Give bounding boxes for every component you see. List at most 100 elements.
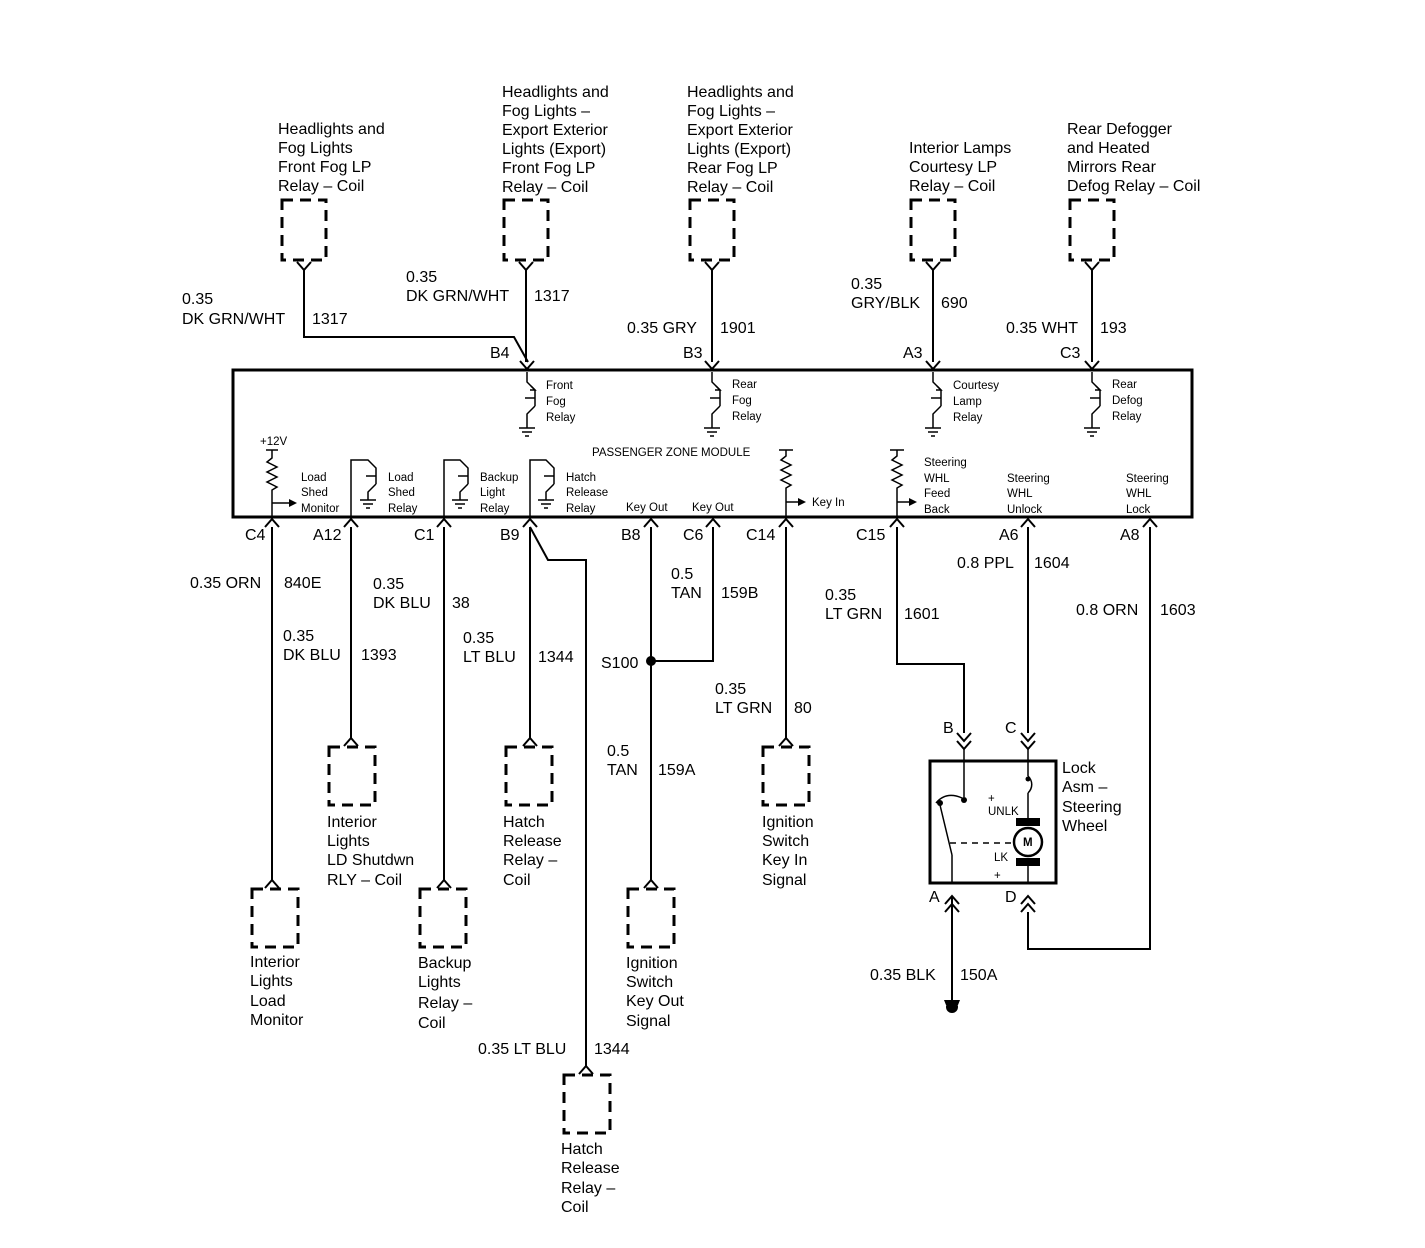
device-label-line: Interior Lamps [909, 140, 1011, 157]
circuit-number: 193 [1100, 320, 1127, 337]
circuit-number: 1604 [1034, 555, 1070, 572]
circuit-number: 38 [452, 595, 470, 612]
device-hatch-release-relay-1: Hatch Release Relay – Coil [503, 745, 562, 889]
top-wire-193: 0.35 WHT 193 C3 [1006, 261, 1127, 362]
device-interior-lights-load-monitor: Interior Lights Load Monitor [250, 887, 304, 1029]
wire-label: 0.8 ORN [1076, 602, 1138, 619]
wire-color: DK GRN/WHT [406, 288, 509, 305]
wire-38: 0.35 DK BLU 38 [373, 527, 470, 889]
device-label-line: Lights [327, 833, 370, 850]
wire-1601: 0.35 LT GRN 1601 B [825, 527, 972, 751]
wire-size: 0.35 [182, 291, 213, 308]
device-label-line: Headlights and [687, 84, 794, 101]
steering-lock-label: Steering [1126, 473, 1169, 485]
circuit-number: 150A [960, 967, 998, 984]
device-label-line: Export Exterior [502, 122, 608, 139]
hatch-release-relay-label: Release [566, 487, 608, 499]
splice-label: S100 [601, 655, 638, 672]
feedback-switch [935, 749, 965, 883]
device-label-line: Interior [250, 954, 300, 971]
pin-chevrons-bottom [264, 517, 1158, 528]
connector-pin-b9: B9 [500, 527, 520, 544]
device-label-line: Ignition [626, 955, 678, 972]
device-label-line: Interior [327, 814, 377, 831]
device-label-line: Rear Defogger [1067, 121, 1173, 138]
load-shed-relay-label: Load [388, 472, 414, 484]
component-box [280, 198, 328, 262]
circuit-number: 1901 [720, 320, 756, 337]
device-label-line: LD Shutdwn [327, 852, 414, 869]
device-label-line: Defog Relay – Coil [1067, 178, 1200, 195]
hatch-release-relay-label: Relay [566, 503, 596, 515]
lock-asm-title: Lock [1062, 760, 1097, 777]
circuit-number: 1317 [534, 288, 570, 305]
relay-label-line: Courtesy [953, 380, 999, 392]
device-label-line: Coil [561, 1199, 589, 1216]
pin-chevrons-top [519, 360, 1100, 371]
device-label-line: Switch [626, 974, 673, 991]
circuit-number: 1317 [312, 311, 348, 328]
plus-12v-label: +12V [260, 436, 288, 448]
circuit-number: 690 [941, 295, 968, 312]
wire-color: DK GRN/WHT [182, 311, 285, 328]
device-label-line: Switch [762, 833, 809, 850]
lock-pin-c: C [1005, 720, 1017, 737]
device-label-line: Relay – [503, 852, 557, 869]
motor-unlk: UNLK [988, 806, 1019, 818]
device-label-line: Hatch [503, 814, 545, 831]
motor-plus-top: + [988, 793, 995, 805]
device-label-line: Front Fog LP [502, 160, 595, 177]
wire-size: 0.35 [851, 276, 882, 293]
wire-159: S100 0.5 TAN 159B 0.5 TAN 159A [601, 527, 758, 889]
top-device-front-fog-relay-coil: Headlights and Fog Lights Front Fog LP R… [278, 121, 385, 262]
internal-relay-courtesy-lamp: Courtesy Lamp Relay [925, 372, 999, 437]
device-ignition-key-out: Ignition Switch Key Out Signal [626, 887, 684, 1030]
top-wire-690: 0.35 GRY/BLK 690 A3 [851, 261, 968, 362]
device-label-line: Fog Lights [278, 140, 353, 157]
device-label-line: Lights (Export) [687, 141, 791, 158]
device-backup-lights-relay: Backup Lights Relay – Coil [418, 887, 472, 1032]
load-shed-relay-circuit: Load Shed Relay [350, 459, 418, 517]
component-box [250, 887, 300, 949]
device-hatch-release-relay-2: Hatch Release Relay – Coil [561, 1073, 620, 1216]
device-ignition-key-in: Ignition Switch Key In Signal [761, 745, 814, 889]
component-box [1068, 198, 1116, 262]
component-box [688, 198, 736, 262]
motor-label: M [1023, 837, 1033, 849]
circuit-number: 1393 [361, 647, 397, 664]
lock-asm-box [928, 759, 1058, 885]
circuit-number: 1344 [594, 1041, 630, 1058]
component-box [626, 887, 676, 949]
steering-feed-back-label: WHL [924, 473, 950, 485]
top-wire-1901: 0.35 GRY 1901 B3 [627, 261, 756, 362]
steering-feed-back-label: Feed [924, 488, 950, 500]
connector-pin-b4: B4 [490, 345, 510, 362]
device-label-line: Key Out [626, 993, 684, 1010]
device-label-line: Backup [418, 955, 471, 972]
device-label-line: Front Fog LP [278, 159, 371, 176]
connector-pin-c14: C14 [746, 527, 775, 544]
lock-pin-a: A [929, 889, 940, 906]
steering-feed-back-label: Back [924, 504, 950, 516]
lock-pin-d: D [1005, 889, 1017, 906]
wire-color: LT GRN [715, 700, 772, 717]
relay-label-line: Defog [1112, 395, 1143, 407]
wire-1604: 0.8 PPL 1604 C [957, 527, 1070, 751]
wire-color: DK BLU [283, 647, 341, 664]
wire-label: 0.35 BLK [870, 967, 936, 984]
device-label-line: Relay – Coil [909, 178, 995, 195]
motor-brush-top [1016, 818, 1040, 826]
device-label-line: Fog Lights – [502, 103, 590, 120]
motor-icon [1012, 826, 1044, 858]
wire-label: 0.35 ORN [190, 575, 261, 592]
connector-pin-c15: C15 [856, 527, 885, 544]
steering-feed-back-circuit: Steering WHL Feed Back [890, 449, 967, 517]
relay-label-line: Lamp [953, 396, 982, 408]
passenger-zone-module-box [231, 368, 1194, 519]
wire-size: 0.5 [671, 566, 693, 583]
device-label-line: Ignition [762, 814, 814, 831]
key-out-label-1: Key Out [626, 502, 668, 514]
circuit-number: 840E [284, 575, 321, 592]
device-label-line: Relay – Coil [687, 179, 773, 196]
wire-label: 0.8 PPL [957, 555, 1014, 572]
